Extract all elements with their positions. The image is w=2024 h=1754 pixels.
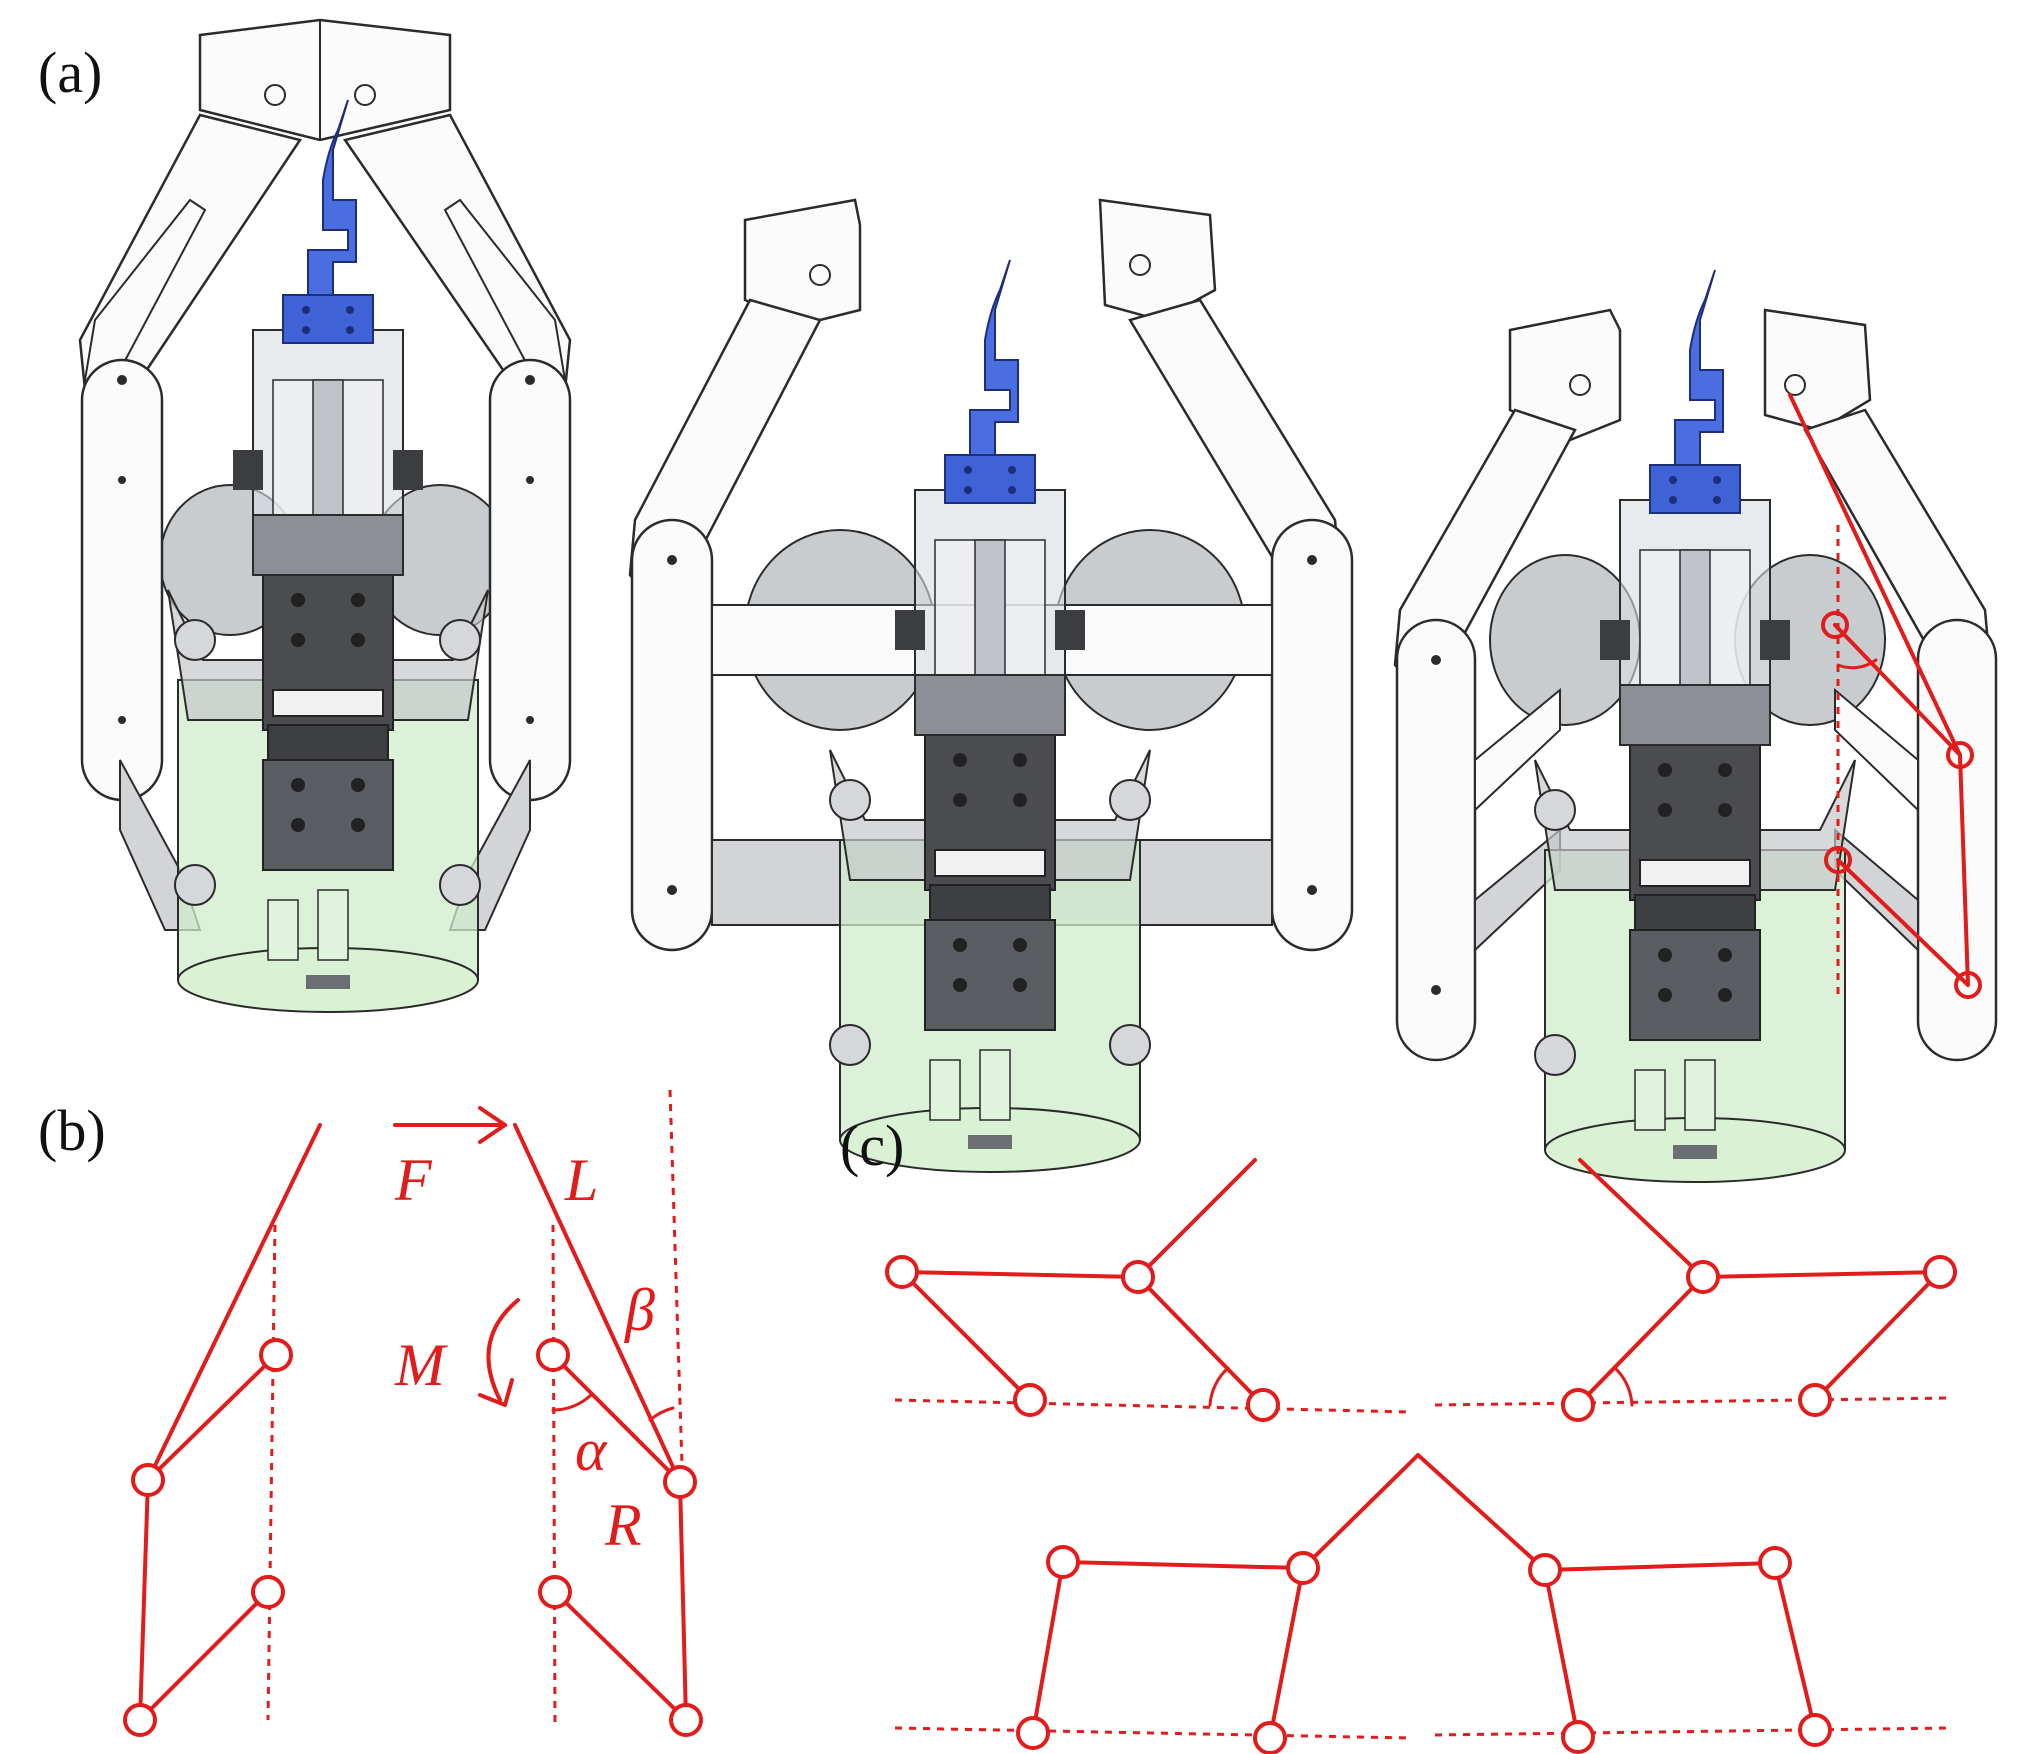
overlay-linkage	[1788, 393, 1982, 1000]
panel-a: (a)	[38, 18, 1998, 1183]
panel-c: (c)	[840, 1113, 1957, 1754]
linkage-top-left	[885, 1158, 1411, 1422]
linkage-left	[123, 1123, 322, 1737]
cad-view-open	[628, 198, 1354, 1173]
panel-a-label: (a)	[38, 40, 102, 105]
radius-label-R: R	[604, 1492, 642, 1558]
cad-view-closed	[78, 18, 572, 1013]
length-label-L: L	[564, 1147, 598, 1213]
moment-label-M: M	[394, 1332, 448, 1398]
panel-c-label: (c)	[840, 1113, 904, 1178]
angle-label-beta: β	[624, 1277, 655, 1343]
panel-b-label: (b)	[38, 1098, 106, 1163]
angle-label-alpha: α	[575, 1417, 608, 1483]
force-label-F: F	[394, 1147, 433, 1213]
linkage-right	[393, 1089, 703, 1737]
linkage-bottom	[894, 1453, 1951, 1754]
cad-view-half-open	[1393, 269, 1998, 1183]
linkage-top-right	[1434, 1158, 1957, 1422]
panel-b: (b)	[38, 1089, 703, 1737]
